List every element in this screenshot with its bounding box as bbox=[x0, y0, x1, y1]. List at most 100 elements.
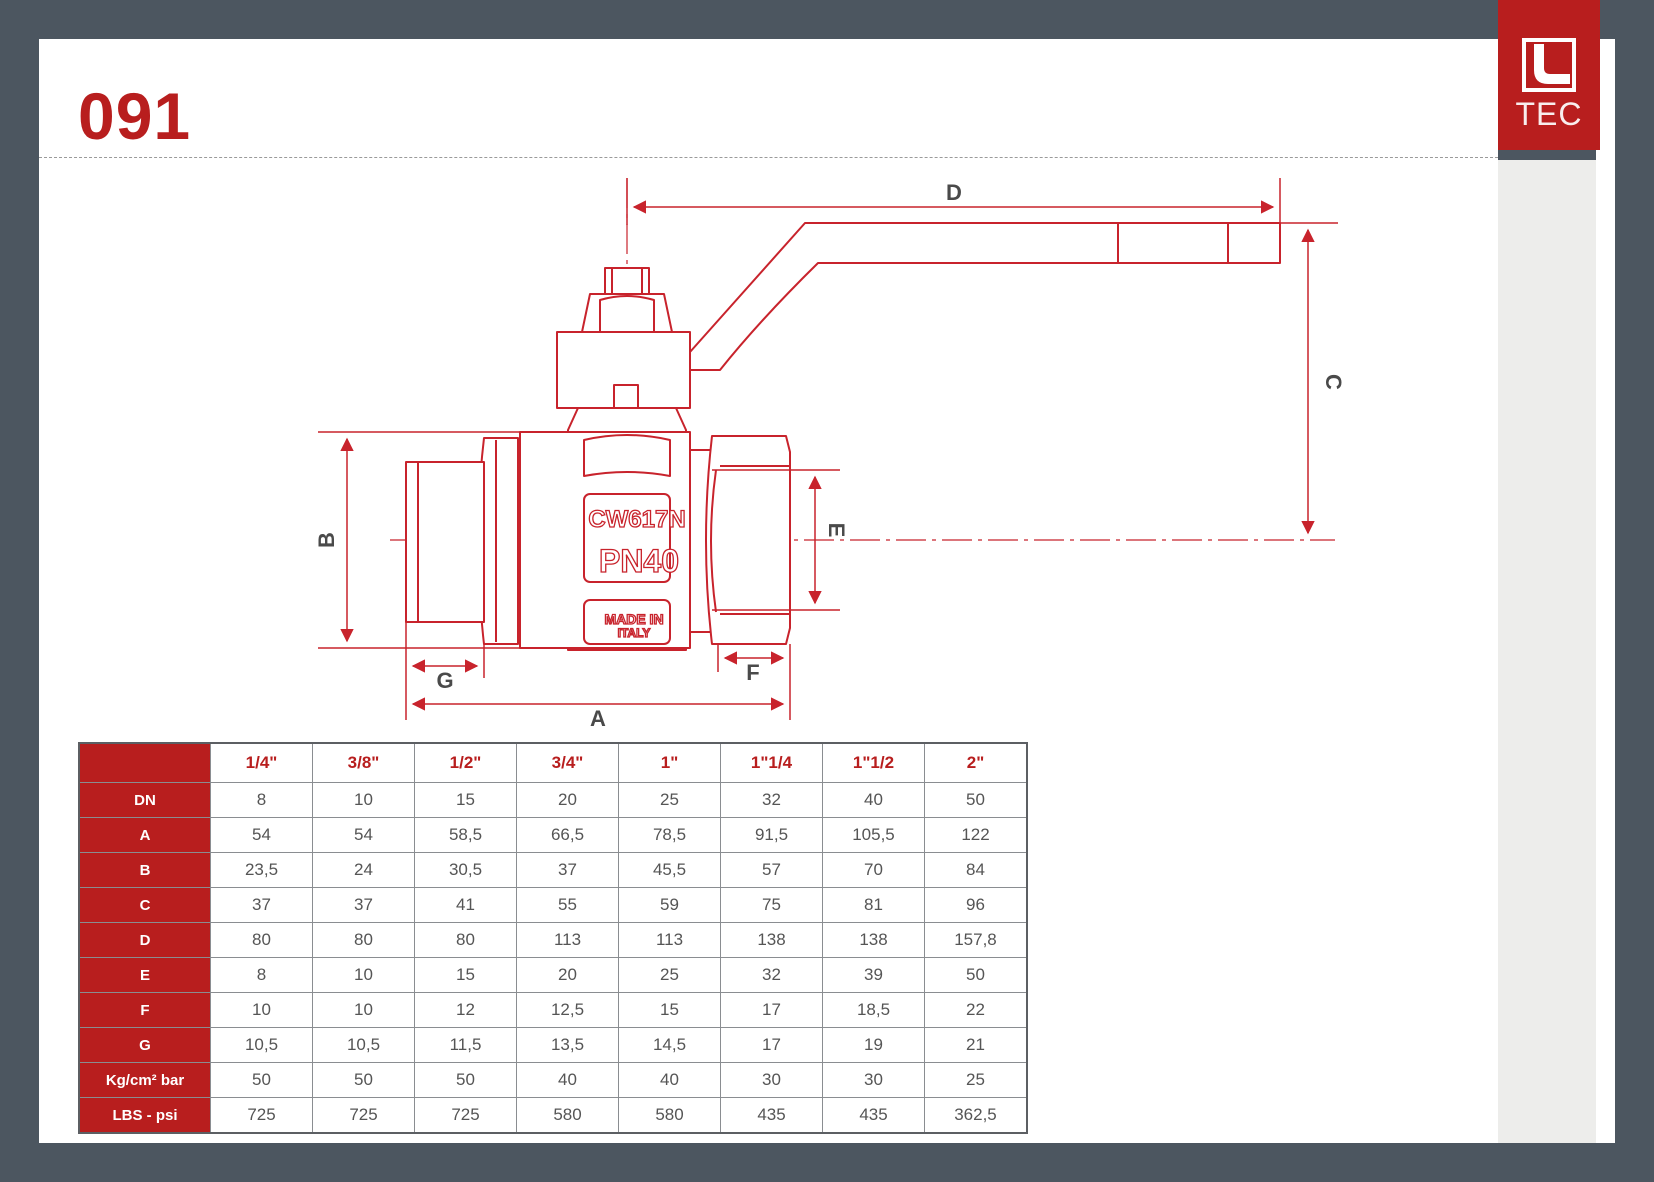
table-cell: 24 bbox=[312, 852, 415, 888]
product-code: 091 bbox=[78, 79, 192, 153]
dim-label-d: D bbox=[946, 180, 962, 205]
table-cell: 10,5 bbox=[210, 1027, 313, 1063]
table-cell: 55 bbox=[516, 887, 619, 923]
table-header-row: 1/4" 3/8" 1/2" 3/4" 1" 1"1/4 1"1/2 2" bbox=[78, 742, 1028, 783]
table-cell: 8 bbox=[210, 957, 313, 993]
table-cell: 13,5 bbox=[516, 1027, 619, 1063]
dim-label-b: B bbox=[314, 532, 339, 548]
table-cell: 12 bbox=[414, 992, 517, 1028]
table-cell: 50 bbox=[924, 957, 1028, 993]
table-cell: 39 bbox=[822, 957, 925, 993]
table-cell: 30 bbox=[822, 1062, 925, 1098]
row-header: LBS - psi bbox=[78, 1097, 211, 1134]
row-header: G bbox=[78, 1027, 211, 1063]
table-cell: 157,8 bbox=[924, 922, 1028, 958]
table-cell: 50 bbox=[210, 1062, 313, 1098]
table-cell: 10,5 bbox=[312, 1027, 415, 1063]
table-cell: 80 bbox=[414, 922, 517, 958]
table-cell: 75 bbox=[720, 887, 823, 923]
column-header: 2" bbox=[924, 742, 1028, 783]
table-cell: 30 bbox=[720, 1062, 823, 1098]
table-cell: 25 bbox=[618, 957, 721, 993]
table-cell: 78,5 bbox=[618, 817, 721, 853]
row-header: Kg/cm² bar bbox=[78, 1062, 211, 1098]
pipe-fitting-icon bbox=[1522, 38, 1576, 92]
table-cell: 11,5 bbox=[414, 1027, 517, 1063]
table-cell: 580 bbox=[516, 1097, 619, 1134]
table-cell: 30,5 bbox=[414, 852, 517, 888]
table-cell: 84 bbox=[924, 852, 1028, 888]
table-cell: 96 bbox=[924, 887, 1028, 923]
table-cell: 22 bbox=[924, 992, 1028, 1028]
table-cell: 40 bbox=[618, 1062, 721, 1098]
table-cell: 15 bbox=[414, 957, 517, 993]
table-cell: 10 bbox=[210, 992, 313, 1028]
table-cell: 18,5 bbox=[822, 992, 925, 1028]
table-cell: 41 bbox=[414, 887, 517, 923]
table-cell: 70 bbox=[822, 852, 925, 888]
table-cell: 122 bbox=[924, 817, 1028, 853]
table-cell: 81 bbox=[822, 887, 925, 923]
row-header: DN bbox=[78, 782, 211, 818]
dimensions-table: 1/4" 3/8" 1/2" 3/4" 1" 1"1/4 1"1/2 2" DN… bbox=[78, 742, 1028, 1134]
table-cell: 80 bbox=[312, 922, 415, 958]
table-cell: 50 bbox=[414, 1062, 517, 1098]
column-header: 1"1/4 bbox=[720, 742, 823, 783]
table-cell: 50 bbox=[924, 782, 1028, 818]
table-cell: 54 bbox=[312, 817, 415, 853]
table-cell: 45,5 bbox=[618, 852, 721, 888]
row-header: C bbox=[78, 887, 211, 923]
table-cell: 15 bbox=[618, 992, 721, 1028]
dim-label-g: G bbox=[436, 668, 453, 693]
valve-body bbox=[405, 222, 1281, 651]
sidebar-divider bbox=[1498, 148, 1596, 160]
table-cell: 113 bbox=[618, 922, 721, 958]
table-corner bbox=[78, 742, 211, 783]
row-header: F bbox=[78, 992, 211, 1028]
column-header: 1" bbox=[618, 742, 721, 783]
table-cell: 32 bbox=[720, 782, 823, 818]
logo-text: TEC bbox=[1515, 96, 1583, 132]
table-cell: 725 bbox=[312, 1097, 415, 1134]
table-cell: 138 bbox=[822, 922, 925, 958]
table-cell: 20 bbox=[516, 782, 619, 818]
right-sidebar bbox=[1498, 120, 1596, 1143]
table-cell: 17 bbox=[720, 1027, 823, 1063]
table-cell: 66,5 bbox=[516, 817, 619, 853]
table-cell: 138 bbox=[720, 922, 823, 958]
table-cell: 23,5 bbox=[210, 852, 313, 888]
row-header: D bbox=[78, 922, 211, 958]
table-cell: 40 bbox=[822, 782, 925, 818]
table-cell: 10 bbox=[312, 957, 415, 993]
table-cell: 37 bbox=[516, 852, 619, 888]
table-cell: 25 bbox=[924, 1062, 1028, 1098]
table-cell: 725 bbox=[414, 1097, 517, 1134]
table-cell: 15 bbox=[414, 782, 517, 818]
dim-label-f: F bbox=[746, 660, 759, 685]
table-cell: 14,5 bbox=[618, 1027, 721, 1063]
table-cell: 21 bbox=[924, 1027, 1028, 1063]
marking-origin-2: ITALY bbox=[618, 626, 651, 640]
table-cell: 25 bbox=[618, 782, 721, 818]
dimension-lines bbox=[318, 178, 1338, 720]
table-cell: 12,5 bbox=[516, 992, 619, 1028]
header-divider bbox=[39, 157, 1498, 158]
table-cell: 50 bbox=[312, 1062, 415, 1098]
table-cell: 19 bbox=[822, 1027, 925, 1063]
table-cell: 80 bbox=[210, 922, 313, 958]
dim-label-c: C bbox=[1321, 374, 1346, 390]
marking-pressure: PN40 bbox=[599, 543, 679, 579]
table-cell: 17 bbox=[720, 992, 823, 1028]
table-cell: 10 bbox=[312, 992, 415, 1028]
table-cell: 105,5 bbox=[822, 817, 925, 853]
table-cell: 435 bbox=[822, 1097, 925, 1134]
row-header: A bbox=[78, 817, 211, 853]
